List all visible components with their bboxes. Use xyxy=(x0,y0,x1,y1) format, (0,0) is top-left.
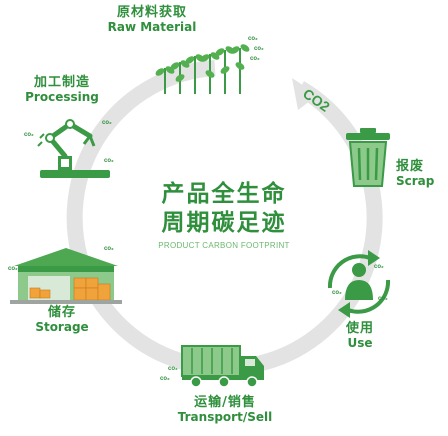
user-recycle-icon xyxy=(327,250,391,318)
center-title-line2: 周期碳足迹 xyxy=(161,209,287,236)
truck-icon xyxy=(181,345,264,388)
co2-raw-3: co₂ xyxy=(250,56,260,62)
co2-storage-1: co₂ xyxy=(8,266,18,272)
stage-use-label: 使用 Use xyxy=(330,321,390,351)
co2-processing-3: co₂ xyxy=(104,158,114,164)
stage-storage-label: 储存 Storage xyxy=(22,305,102,335)
warehouse-icon xyxy=(10,248,122,304)
co2-transport-2: co₂ xyxy=(160,376,170,382)
co2-raw-1: co₂ xyxy=(248,36,258,42)
stage-scrap-zh: 报废 xyxy=(396,159,425,174)
co2-processing-2: co₂ xyxy=(102,120,112,126)
stage-processing-en: Processing xyxy=(25,89,99,104)
ring-arrow-head xyxy=(292,78,318,110)
stage-scrap-label: 报废 Scrap xyxy=(396,159,444,189)
stage-transport-en: Transport/Sell xyxy=(177,409,273,424)
stage-use-en: Use xyxy=(347,335,373,350)
center-title-line1: 产品全生命 xyxy=(161,181,287,207)
stage-raw-zh: 原材料获取 xyxy=(116,5,187,20)
trash-bin-icon xyxy=(346,128,390,187)
stage-storage-zh: 储存 xyxy=(47,305,76,320)
co2-storage-2: co₂ xyxy=(104,246,114,252)
stage-storage-en: Storage xyxy=(35,319,89,334)
stage-raw-label: 原材料获取 Raw Material xyxy=(92,5,212,35)
stage-transport-zh: 运输/销售 xyxy=(194,395,256,410)
co2-use-3: co₂ xyxy=(378,296,388,302)
co2-transport-1: co₂ xyxy=(168,366,178,372)
stage-processing-label: 加工制造 Processing xyxy=(12,75,112,105)
stage-use-zh: 使用 xyxy=(345,321,374,336)
stage-raw-en: Raw Material xyxy=(107,19,197,34)
co2-use-2: co₂ xyxy=(332,290,342,296)
co2-processing-1: co₂ xyxy=(24,132,34,138)
stage-processing-zh: 加工制造 xyxy=(33,75,90,90)
stage-transport-label: 运输/销售 Transport/Sell xyxy=(160,395,290,425)
plants-icon xyxy=(155,44,250,94)
stage-scrap-en: Scrap xyxy=(396,173,435,188)
center-title-english: PRODUCT CARBON FOOTPRINT xyxy=(158,240,290,250)
co2-raw-2: co₂ xyxy=(254,46,264,52)
robot-arm-icon xyxy=(37,119,110,178)
co2-use-1: co₂ xyxy=(374,264,384,270)
center-title: 产品全生命 周期碳足迹 PRODUCT CARBON FOOTPRINT xyxy=(134,180,314,250)
